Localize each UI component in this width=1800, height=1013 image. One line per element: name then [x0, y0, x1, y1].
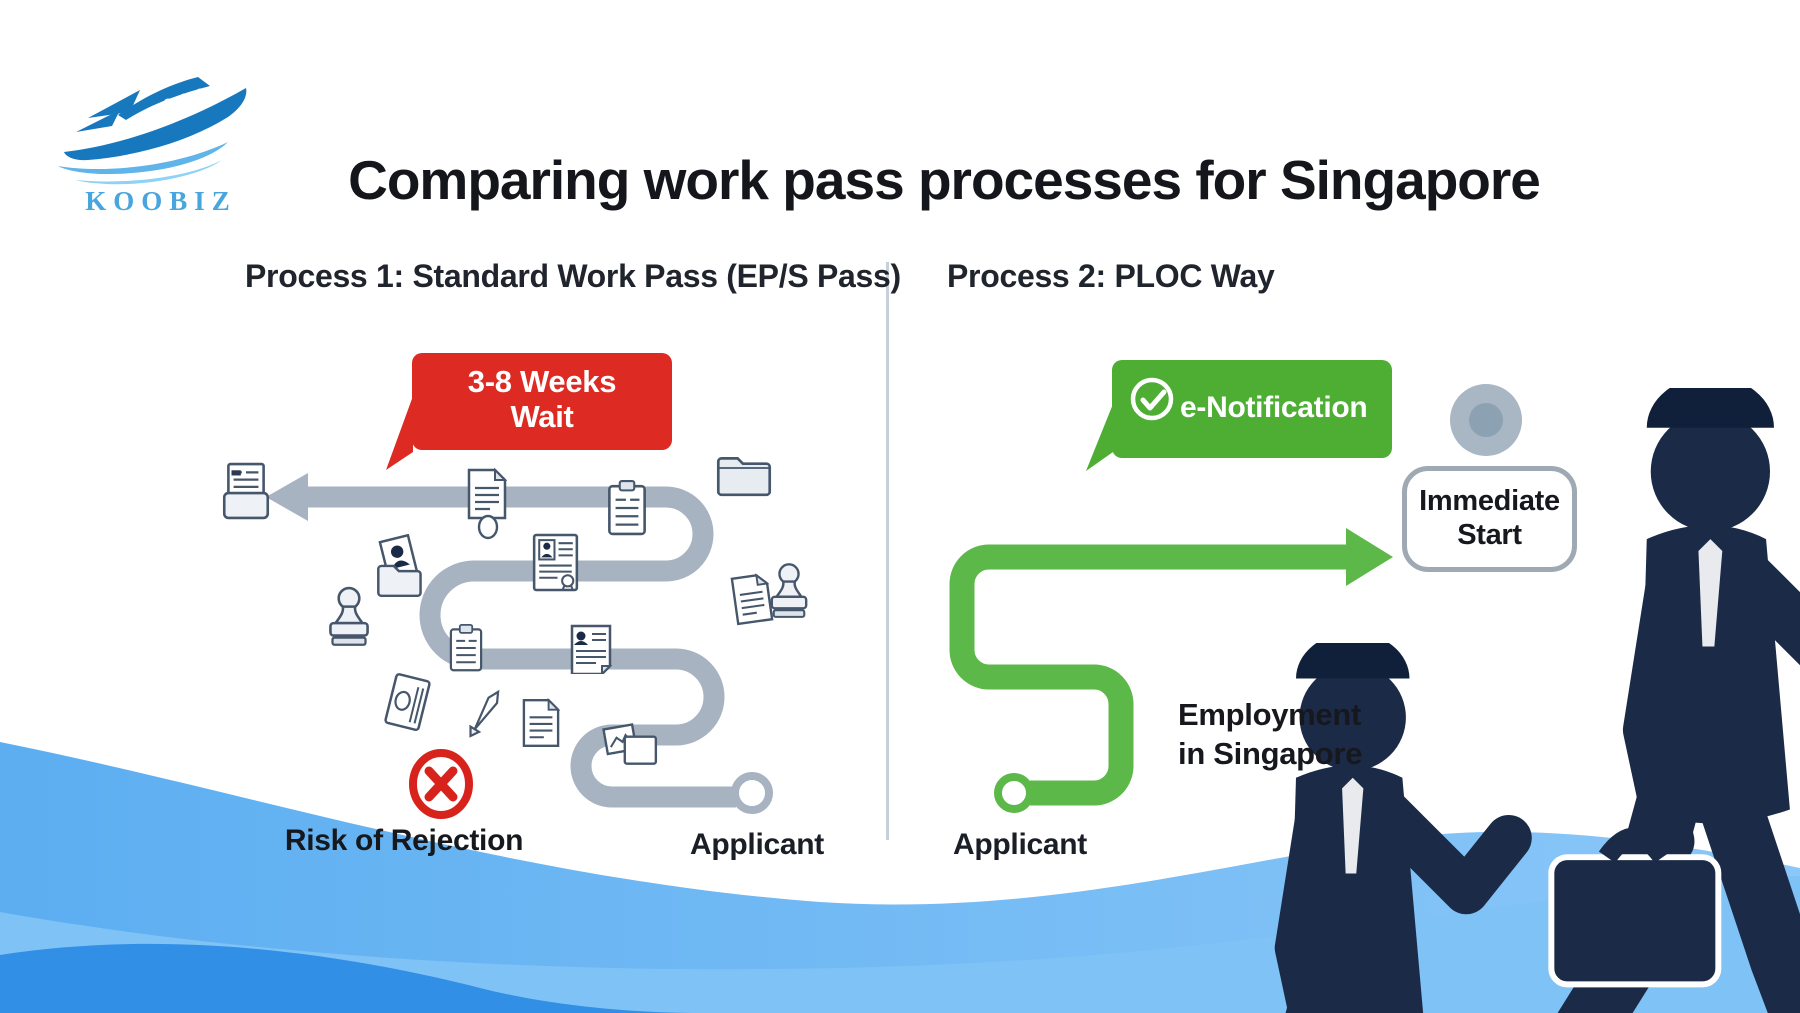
checklist-icon — [449, 624, 483, 672]
hand-icon — [477, 514, 499, 540]
stamp-icon — [329, 586, 369, 647]
reject-x-icon — [409, 749, 473, 819]
process2-path-group — [949, 528, 1393, 813]
note-icon — [522, 698, 560, 748]
notification-bubble — [1086, 360, 1392, 471]
wave-dark — [0, 943, 700, 1013]
wave-decoration — [0, 742, 1800, 1013]
applicant-node-icon — [994, 773, 1034, 813]
immediate-start-line2: Start — [1457, 519, 1522, 551]
check-circle-icon — [1130, 377, 1174, 421]
document-icon — [467, 468, 507, 520]
person-circle-icon — [1450, 384, 1522, 456]
employment-line2: in Singapore — [1178, 735, 1363, 771]
notification-bubble-label: e-Notification — [1180, 391, 1368, 424]
resume-icon — [570, 624, 612, 674]
green-path — [949, 544, 1346, 806]
pen-icon — [465, 688, 504, 740]
immediate-start-box: Immediate Start — [1402, 466, 1577, 572]
clipboard-icon — [608, 480, 646, 536]
gray-arrowhead-icon — [266, 473, 308, 521]
wait-bubble-label: 3-8 Weeks Wait — [412, 353, 672, 447]
wait-bubble — [386, 353, 672, 470]
passport-icon — [383, 672, 432, 732]
folder-icon — [716, 457, 772, 497]
page-title: Comparing work pass processes for Singap… — [348, 149, 1541, 211]
applicant-label-process2: Applicant — [953, 828, 1087, 861]
photo-card-icon — [377, 534, 422, 598]
process2-header: Process 2: PLOC Way — [947, 258, 1275, 294]
panel-divider — [886, 262, 889, 840]
wait-bubble-line2: Wait — [510, 399, 574, 434]
process1-icons — [222, 457, 808, 819]
papers-stamp-icon — [730, 563, 808, 626]
logo-text: KOOBIZ — [85, 186, 237, 216]
employment-line1: Employment — [1178, 697, 1362, 732]
process1-header: Process 1: Standard Work Pass (EP/S Pass… — [245, 258, 901, 294]
applicant-node-icon — [731, 772, 773, 814]
winding-path — [306, 486, 736, 808]
document-tray-icon — [222, 462, 270, 520]
ship-icon — [58, 77, 247, 185]
green-arrow-icon — [1346, 528, 1393, 586]
certificate-icon — [532, 533, 579, 592]
employment-label: Employment in Singapore — [1178, 696, 1362, 774]
immediate-start-line1: Immediate — [1419, 485, 1560, 518]
wait-bubble-line1: 3-8 Weeks — [467, 364, 617, 400]
applicant-label-process1: Applicant — [690, 828, 824, 861]
risk-of-rejection-label: Risk of Rejection — [284, 824, 524, 857]
